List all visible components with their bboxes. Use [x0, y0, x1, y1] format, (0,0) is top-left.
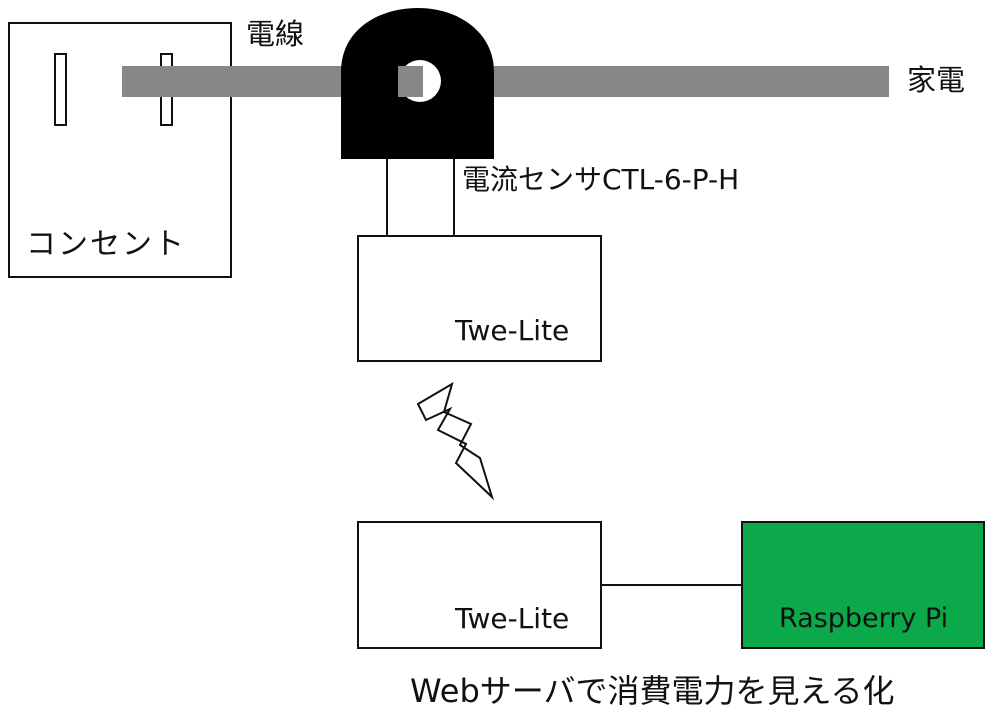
wire-through-sensor — [398, 66, 423, 97]
appliance-label: 家電 — [907, 63, 966, 97]
outlet-box — [8, 22, 232, 278]
raspberry-pi-box — [741, 521, 985, 649]
wire-label: 電線 — [246, 17, 305, 51]
twelite-tx-box — [357, 235, 602, 362]
outlet-label: コンセント — [26, 227, 186, 262]
wire-right — [494, 66, 889, 97]
caption: Webサーバで消費電力を見える化 — [410, 672, 895, 710]
lightning-bolt-icon — [416, 381, 495, 501]
twelite-tx-label: Twe-Lite — [455, 314, 570, 347]
sensor-label: 電流センサCTL-6-P-H — [462, 163, 740, 196]
outlet-slot-left — [54, 53, 67, 126]
raspberry-pi-label: Raspberry Pi — [779, 603, 949, 634]
twelite-rx-label: Twe-Lite — [455, 602, 570, 635]
twelite-rx-box — [357, 521, 602, 649]
